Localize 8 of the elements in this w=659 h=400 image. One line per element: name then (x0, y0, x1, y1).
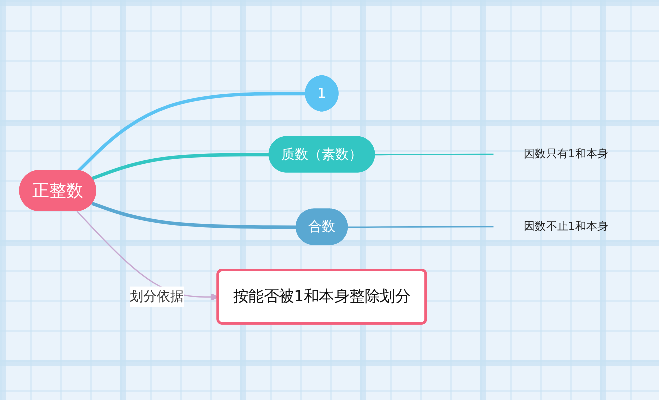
connector (92, 202, 297, 230)
node-text: 因数只有1和本身 (524, 148, 609, 162)
connector (375, 154, 494, 156)
node-text: 因数不止1和本身 (524, 220, 609, 234)
edge-label: 划分依据 (130, 288, 184, 305)
connector (78, 92, 306, 173)
connector (348, 226, 494, 228)
connector (92, 154, 270, 181)
